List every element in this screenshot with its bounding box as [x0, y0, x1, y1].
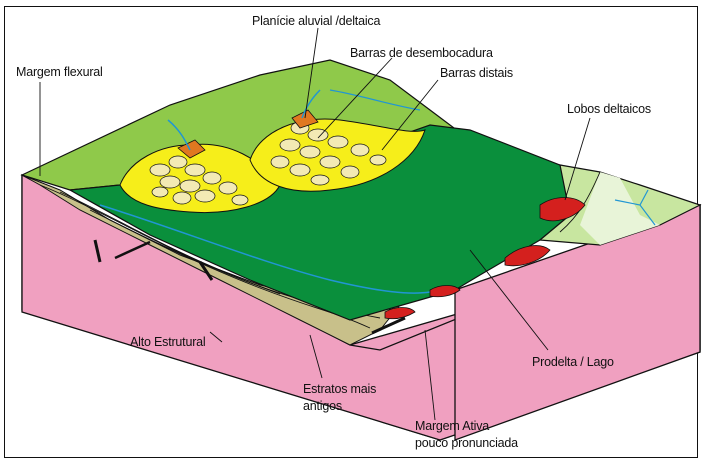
- label-barras-distais: Barras distais: [440, 66, 513, 80]
- label-margem-flexural: Margem flexural: [16, 65, 103, 79]
- label-prodelta: Prodelta / Lago: [532, 355, 614, 369]
- label-estratos-2: antigos: [303, 399, 342, 413]
- label-alto-estrutural: Alto Estrutural: [130, 335, 206, 349]
- label-margem-ativa-2: pouco pronunciada: [415, 436, 518, 450]
- label-lobos-deltaicos: Lobos deltaicos: [567, 102, 651, 116]
- label-margem-ativa-1: Margem Ativa: [415, 419, 489, 433]
- label-planicie: Planície aluvial /deltaica: [252, 14, 380, 28]
- label-barras-desembocadura: Barras de desembocadura: [350, 46, 493, 60]
- label-estratos-1: Estratos mais: [303, 382, 376, 396]
